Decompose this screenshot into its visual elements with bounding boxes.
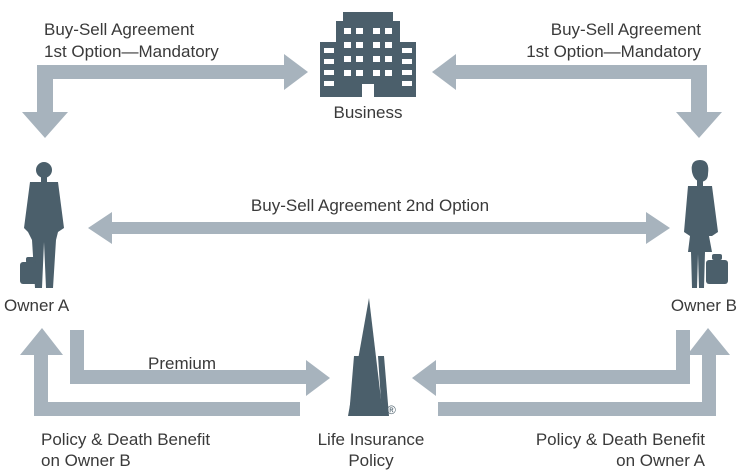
label-top-left-line1: Buy-Sell Agreement <box>44 20 195 39</box>
label-policy-line1: Life Insurance <box>317 430 425 449</box>
arrow-policy-to-owner-b <box>438 328 730 416</box>
label-policy-line2: Policy <box>348 451 394 470</box>
registered-mark: ® <box>387 403 396 417</box>
pyramid-tower-icon <box>348 298 389 416</box>
label-bottom-right-line2: on Owner A <box>616 451 705 470</box>
label-top-right-line1: Buy-Sell Agreement <box>550 20 701 39</box>
label-top-left-line2: 1st Option—Mandatory <box>44 42 219 61</box>
label-bottom-right-line1: Policy & Death Benefit <box>535 430 705 449</box>
label-premium: Premium <box>148 354 217 373</box>
businessman-icon <box>20 162 64 288</box>
arrow-owner-a-owner-b <box>88 212 670 244</box>
label-bottom-left-line1: Policy & Death Benefit <box>41 430 211 449</box>
arrow-business-to-owner-b <box>432 54 722 138</box>
businesswoman-icon <box>684 160 728 288</box>
label-bottom-left-line2: on Owner B <box>41 451 131 470</box>
label-middle-option: Buy-Sell Agreement 2nd Option <box>250 196 490 215</box>
label-top-right-line2: 1st Option—Mandatory <box>526 42 701 61</box>
label-owner-a: Owner A <box>4 296 70 315</box>
label-owner-b: Owner B <box>670 296 737 315</box>
arrow-owner-b-to-policy <box>412 330 690 396</box>
label-business: Business <box>333 103 403 122</box>
arrow-business-to-owner-a <box>22 54 308 138</box>
arrow-premium <box>70 330 330 396</box>
arrow-policy-to-owner-a <box>20 328 300 416</box>
office-building-icon <box>320 12 416 97</box>
